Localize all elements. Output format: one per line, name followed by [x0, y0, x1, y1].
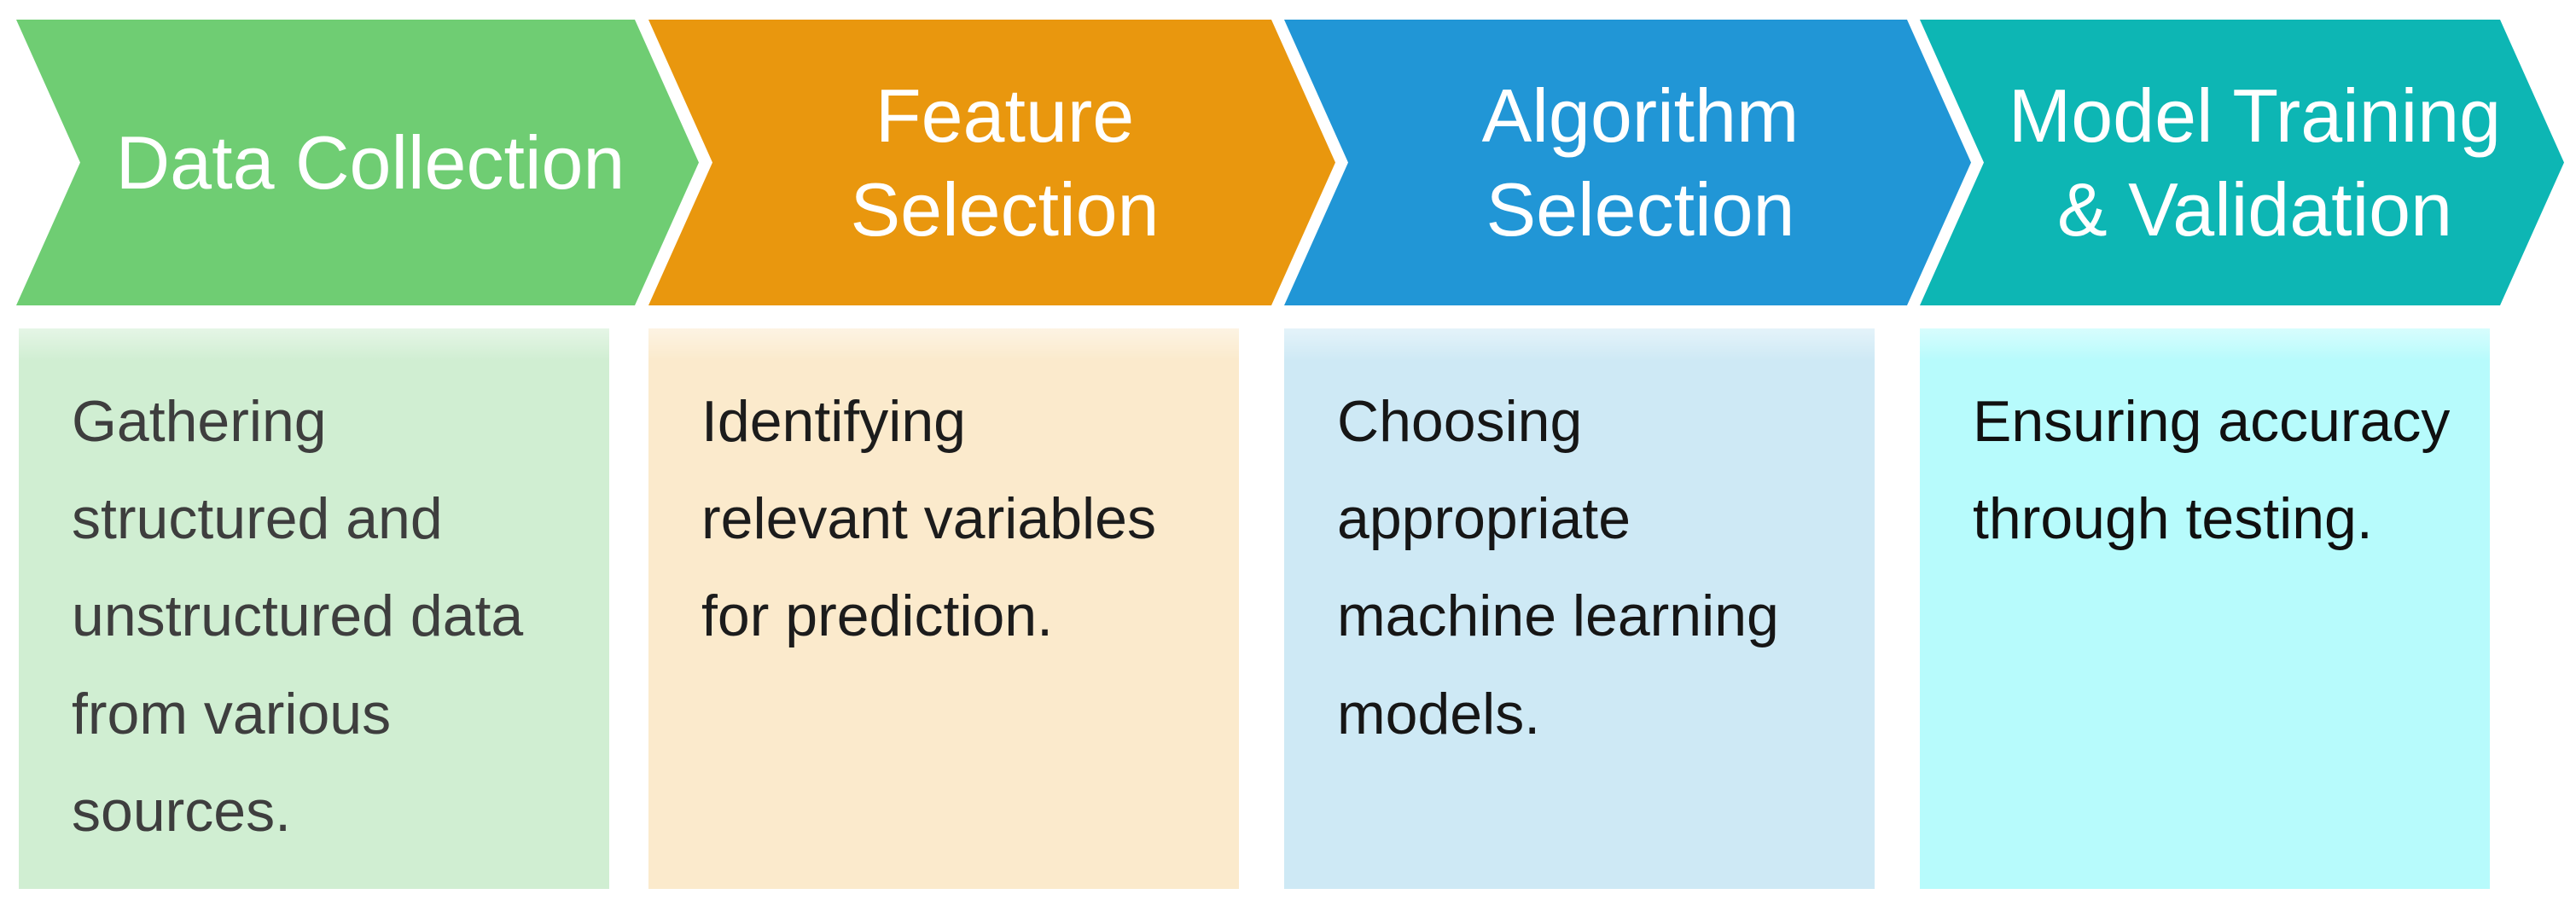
chevron-arrow-data-collection: Data Collection: [16, 20, 699, 305]
step-description-feature-selection: Identifying relevant variables for predi…: [701, 389, 1156, 649]
description-box-model-training-validation: Ensuring accuracy through testing.: [1920, 328, 2490, 889]
step-description-model-training-validation: Ensuring accuracy through testing.: [1973, 389, 2451, 552]
step-label-feature-selection: Feature Selection: [850, 73, 1160, 252]
chevron-arrow-algorithm-selection: Algorithm Selection: [1284, 20, 1971, 305]
description-box-data-collection: Gathering structured and unstructured da…: [19, 328, 609, 889]
description-box-feature-selection: Identifying relevant variables for predi…: [648, 328, 1239, 889]
description-box-algorithm-selection: Choosing appropriate machine learning mo…: [1284, 328, 1875, 889]
step-label-algorithm-selection: Algorithm Selection: [1481, 73, 1800, 252]
step-label-data-collection: Data Collection: [115, 119, 625, 205]
step-label-model-training-validation: Model Training & Validation: [2008, 73, 2502, 252]
step-description-algorithm-selection: Choosing appropriate machine learning mo…: [1337, 389, 1779, 746]
chevron-arrow-model-training-validation: Model Training & Validation: [1920, 20, 2564, 305]
step-description-data-collection: Gathering structured and unstructured da…: [72, 389, 524, 844]
chevron-arrow-feature-selection: Feature Selection: [648, 20, 1335, 305]
